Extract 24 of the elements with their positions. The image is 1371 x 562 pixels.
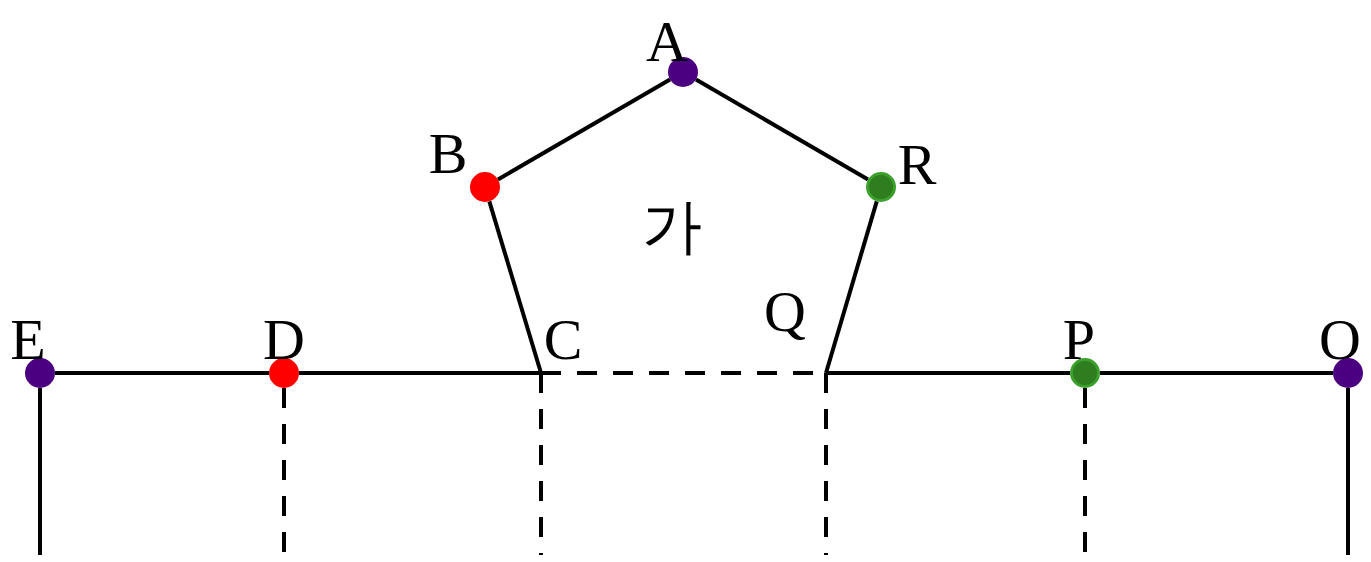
dashed-line: [539, 373, 543, 555]
point-label: D: [262, 312, 306, 368]
dashed-line: [1083, 388, 1087, 555]
line-segment: [496, 77, 672, 182]
point-label: C: [542, 312, 584, 368]
dashed-line: [282, 388, 286, 555]
line-segment: [299, 371, 541, 375]
line-segment: [1100, 371, 1333, 375]
line-segment: [38, 388, 42, 555]
point-label: O: [1318, 312, 1362, 368]
line-segment: [824, 200, 879, 374]
line-segment: [694, 77, 870, 182]
region-label: 가: [642, 191, 702, 261]
dashed-line: [824, 373, 828, 555]
point-label: E: [9, 312, 47, 368]
point-label: A: [645, 14, 689, 70]
line-segment: [55, 371, 269, 375]
line-segment: [487, 200, 543, 374]
point-label: P: [1061, 312, 1097, 368]
point-label: Q: [763, 284, 807, 340]
line-segment: [1346, 388, 1350, 555]
point-label: B: [427, 126, 469, 182]
line-segment: [826, 371, 1070, 375]
point-label: R: [896, 137, 938, 193]
